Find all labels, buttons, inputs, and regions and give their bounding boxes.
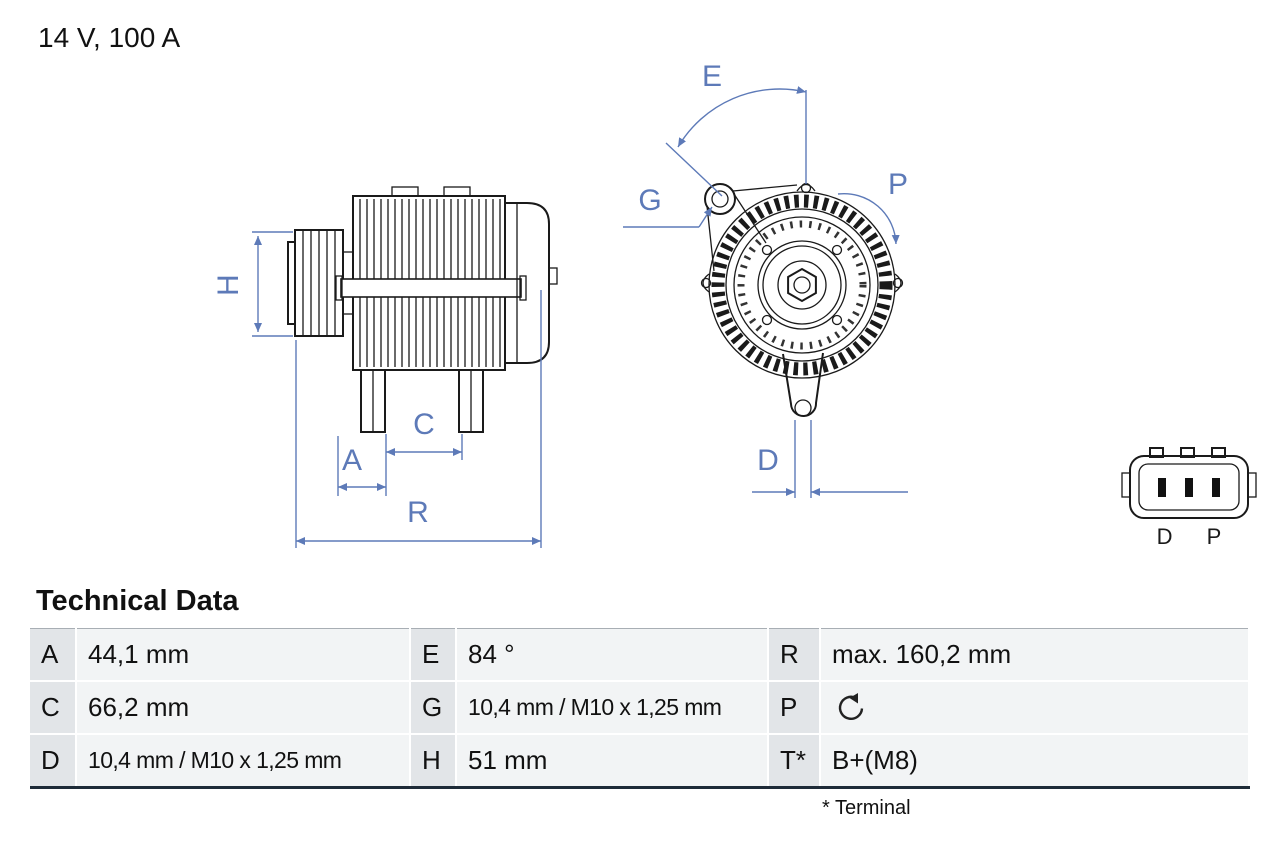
param-key-H: H (410, 734, 457, 788)
table-row: D 10,4 mm / M10 x 1,25 mm H 51 mm T* B+(… (30, 734, 1250, 788)
param-value-R: max. 160,2 mm (820, 628, 1250, 682)
terminal-stub (548, 267, 558, 285)
inner-rim (725, 208, 879, 362)
lug-right-hole (892, 277, 904, 289)
param-value-A: 44,1 mm (76, 628, 411, 682)
fin-ring (711, 194, 893, 376)
mount-lug-bottom-hole (794, 399, 812, 417)
param-key-C: C (30, 681, 77, 735)
connector-latch-right (1247, 472, 1257, 498)
technical-data-section: Technical Data A 44,1 mm E 84 ° R max. 1… (30, 585, 1250, 820)
shaft-collar (777, 260, 827, 310)
face-bolt (761, 314, 773, 326)
dim-G-leader (698, 206, 713, 228)
lug-left (702, 273, 710, 293)
param-value-P (820, 681, 1250, 735)
param-key-T: T* (768, 734, 821, 788)
face-ring (733, 216, 871, 354)
connector-pin (1212, 478, 1220, 497)
connector-latch-left (1121, 472, 1131, 498)
mount-ear-hole (711, 190, 729, 208)
product-rating: 14 V, 100 A (38, 22, 181, 53)
through-bolt (340, 278, 522, 298)
alternator-front-view (700, 182, 904, 417)
dim-E-legs (665, 90, 807, 197)
param-value-G: 10,4 mm / M10 x 1,25 mm (456, 681, 769, 735)
param-key-E: E (410, 628, 457, 682)
dim-label-d: D (757, 444, 779, 477)
param-value-C: 66,2 mm (76, 681, 411, 735)
dim-label-g: G (638, 184, 661, 217)
dim-E-arc (677, 86, 807, 148)
bolt-head-right (519, 275, 527, 301)
connector-pin (1185, 478, 1193, 497)
dim-R-extensions (295, 290, 542, 548)
lug-right (894, 273, 902, 293)
connector-pin-labels: D P (1157, 524, 1236, 549)
hub-ring-inner (762, 245, 842, 325)
counterclockwise-rotation-icon (838, 693, 864, 721)
dim-label-h: H (212, 274, 245, 296)
mount-ear-top-left (704, 183, 736, 215)
dim-label-c: C (413, 408, 435, 441)
top-bracket-left (391, 186, 419, 197)
lug-top (796, 183, 816, 192)
vent-slots (737, 220, 867, 350)
table-row: A 44,1 mm E 84 ° R max. 160,2 mm (30, 628, 1250, 682)
param-value-H: 51 mm (456, 734, 769, 788)
param-value-E: 84 ° (456, 628, 769, 682)
technical-data-table: A 44,1 mm E 84 ° R max. 160,2 mm C 66,2 … (30, 628, 1250, 789)
alternator-side-view (287, 186, 558, 433)
top-bracket-right (443, 186, 471, 197)
alternator-technical-drawing: H A C R (212, 60, 1257, 549)
dim-label-p: P (888, 168, 908, 201)
connector-inner (1138, 463, 1240, 511)
table-row: C 66,2 mm G 10,4 mm / M10 x 1,25 mm P (30, 681, 1250, 735)
param-key-G: G (410, 681, 457, 735)
face-bolt (831, 314, 843, 326)
param-value-T: B+(M8) (820, 734, 1250, 788)
pulley-grooves (302, 230, 336, 336)
outer-rim (708, 191, 896, 379)
table-title: Technical Data (36, 585, 239, 617)
shaft-hex-nut (787, 267, 817, 303)
param-key-D: D (30, 734, 77, 788)
dim-H-extensions (252, 231, 293, 337)
ear-connectors (706, 184, 798, 272)
param-value-D: 10,4 mm / M10 x 1,25 mm (76, 734, 411, 788)
terminal-footnote: * Terminal (822, 797, 911, 819)
dim-label-r: R (407, 496, 429, 529)
param-key-P: P (768, 681, 821, 735)
side-view-dimensions: H A C R (212, 231, 542, 548)
param-key-R: R (768, 628, 821, 682)
bolt-head-left (335, 275, 343, 301)
face-bolt (761, 244, 773, 256)
dim-label-e: E (702, 60, 722, 93)
hub-ring-outer (757, 240, 847, 330)
dim-D-extensions (794, 420, 812, 498)
pulley-hub (287, 241, 296, 325)
shaft-center (793, 276, 811, 294)
lug-left-hole (700, 277, 712, 289)
plug-connector-drawing: D P (1121, 447, 1257, 549)
connector-pin (1158, 478, 1166, 497)
front-view-dimensions: E G P D (623, 60, 908, 498)
dim-label-a: A (342, 444, 362, 477)
dim-P-rotation-arrow (837, 192, 900, 245)
param-key-A: A (30, 628, 77, 682)
face-bolt (831, 244, 843, 256)
